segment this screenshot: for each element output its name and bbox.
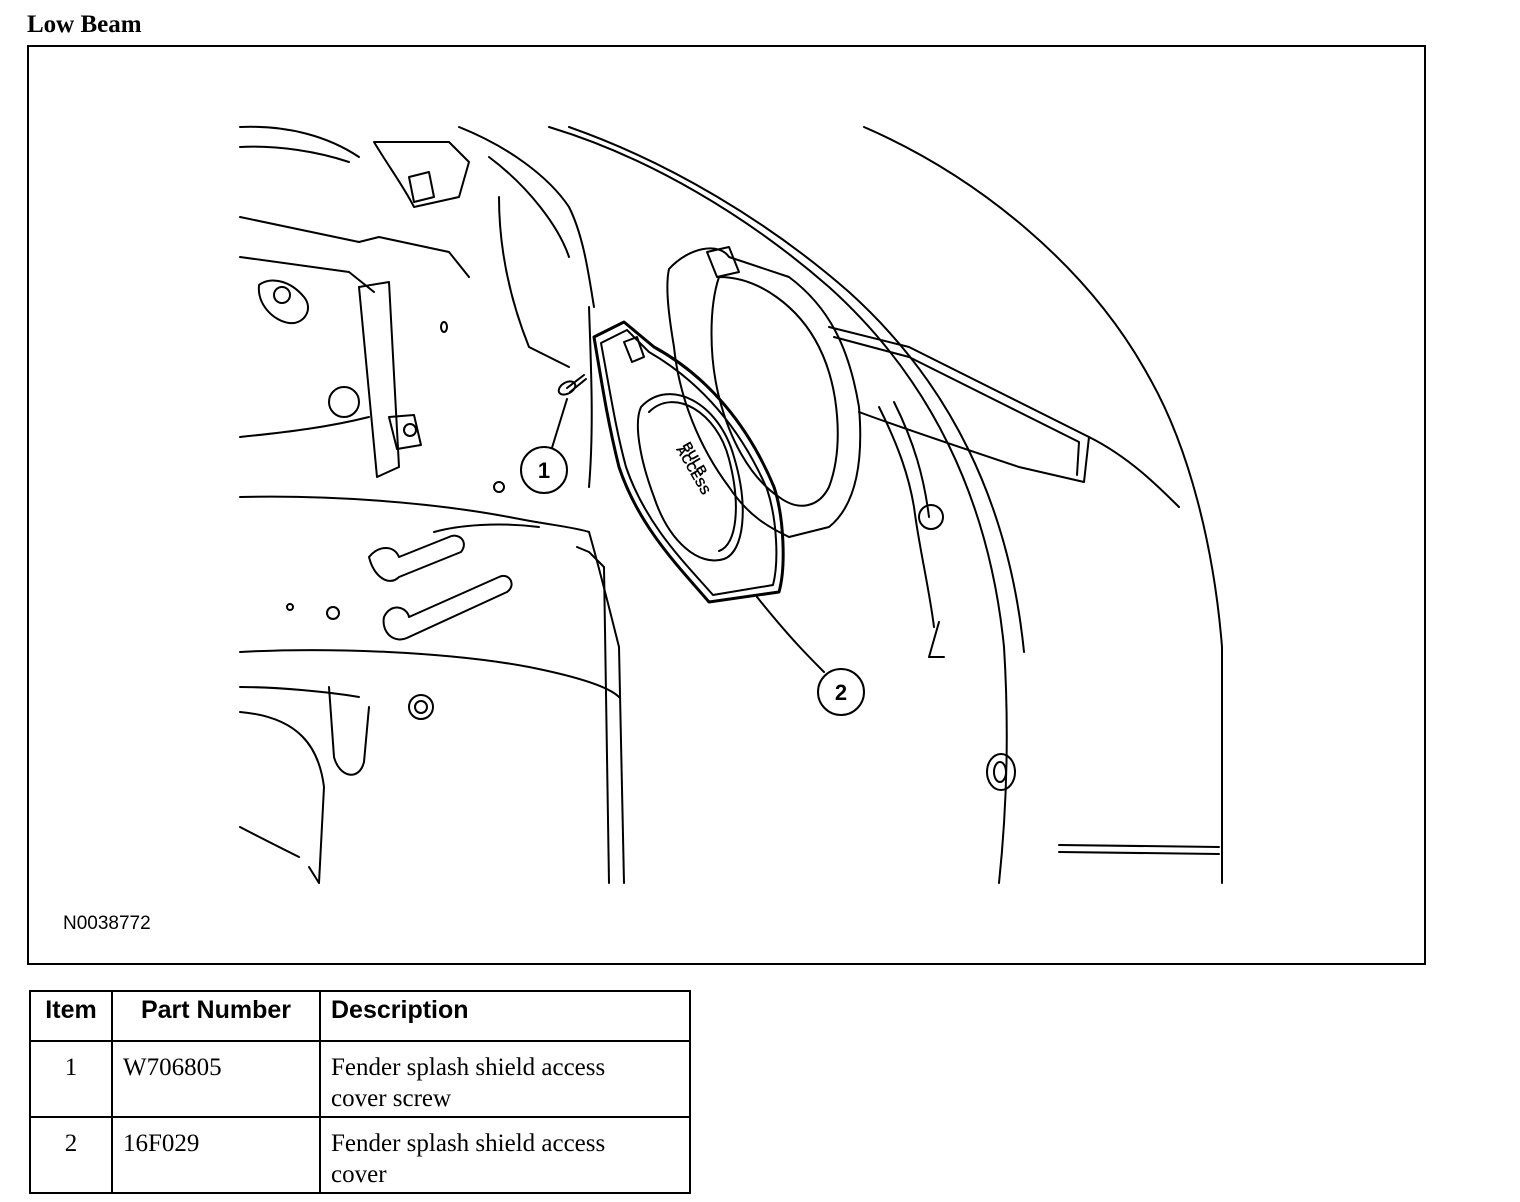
parts-table: Item Part Number Description 1 W706805 F… [29,990,691,1194]
header-item: Item [29,990,113,1042]
row-description-line2: cover [331,1161,387,1188]
row-item: 1 [29,1040,113,1118]
leader-line-1 [550,398,568,452]
fender-panel [548,126,1223,884]
row-description-line1: Fender splash shield access [331,1054,606,1081]
table-row: 1 W706805 Fender splash shield access cov… [29,1040,691,1118]
table-row: 2 16F029 Fender splash shield access cove… [29,1116,691,1194]
row-part-number: 16F029 [111,1116,321,1194]
table-header-row: Item Part Number Description [29,990,691,1042]
callout-2-number: 2 [835,680,847,705]
callout-1-number: 1 [538,458,550,483]
headlamp-opening [666,246,1090,658]
callout-2: 2 [817,668,865,716]
row-description-line1: Fender splash shield access [331,1130,606,1157]
row-description-line2: cover screw [331,1085,452,1112]
access-cover-screw [557,374,587,396]
row-part-number: W706805 [111,1040,321,1118]
diagram-frame: BULB ACCESS 1 2 N0038772 [27,45,1426,965]
fender-diagram: BULB ACCESS 1 2 [239,125,1223,884]
row-description: Fender splash shield access cover [319,1116,691,1194]
header-part-number: Part Number [111,990,321,1042]
header-description: Description [319,990,691,1042]
page-title: Low Beam [27,11,142,38]
callout-1: 1 [520,446,568,494]
leader-line-2 [756,596,825,673]
inner-body-structure [239,125,625,884]
row-description: Fender splash shield access cover screw [319,1040,691,1118]
splash-shield-access-cover [592,320,785,604]
figure-id: N0038772 [63,913,151,934]
row-item: 2 [29,1116,113,1194]
